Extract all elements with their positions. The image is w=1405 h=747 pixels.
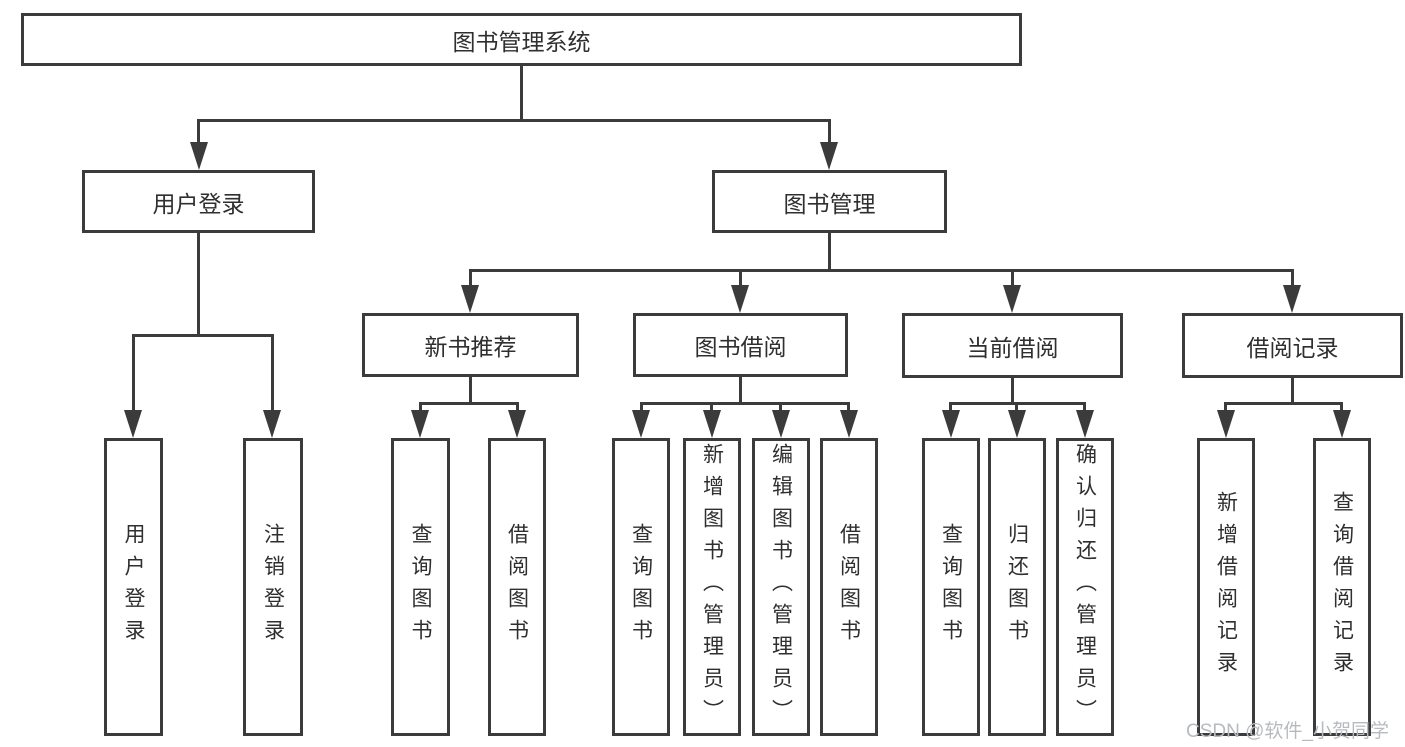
- node-label: 查询借阅记录: [1330, 491, 1354, 683]
- node-label: 图书管理: [783, 190, 876, 217]
- node-label: 查询图书: [409, 523, 432, 651]
- connector-line: [197, 233, 200, 337]
- node-label: 查询图书: [939, 523, 963, 651]
- arrowhead: [1003, 285, 1021, 313]
- leaf-logout: 注销登录: [243, 438, 303, 736]
- leaf-borrow-book: 借阅图书: [820, 438, 878, 736]
- node-label: 图书管理系统: [452, 28, 591, 55]
- leaf-query-book-current: 查询图书: [922, 438, 980, 736]
- arrowhead: [263, 410, 281, 438]
- leaf-return-book: 归还图书: [988, 438, 1046, 736]
- connector-line: [197, 119, 831, 122]
- node-label: 查询图书: [629, 523, 653, 651]
- node-user-login: 用户登录: [82, 170, 315, 233]
- arrowhead: [1333, 410, 1351, 438]
- arrowhead: [632, 410, 650, 438]
- node-label: 用户登录: [152, 190, 245, 217]
- node-new-book-recommend: 新书推荐: [362, 313, 579, 377]
- node-label: 新增图书（管理员）: [700, 443, 724, 731]
- connector-line: [1291, 378, 1294, 404]
- node-label: 当前借阅: [966, 334, 1059, 361]
- node-book-borrow: 图书借阅: [633, 313, 848, 377]
- connector-line: [1011, 269, 1014, 291]
- connector-line: [828, 233, 831, 272]
- connector-line: [520, 66, 523, 121]
- leaf-edit-book-admin: 编辑图书（管理员）: [752, 438, 810, 736]
- arrowhead: [1217, 410, 1235, 438]
- arrowhead: [190, 142, 208, 170]
- node-label: 借阅图书: [505, 523, 529, 651]
- node-current-borrow: 当前借阅: [902, 313, 1123, 378]
- node-label: 归还图书: [1005, 523, 1029, 651]
- connector-line: [132, 334, 274, 337]
- connector-line: [739, 377, 742, 404]
- connector-line: [828, 119, 831, 149]
- node-label: 注销登录: [261, 523, 285, 651]
- arrowhead: [1076, 410, 1094, 438]
- connector-line: [739, 269, 742, 291]
- connector-line: [197, 119, 200, 149]
- arrowhead: [508, 410, 526, 438]
- arrowhead: [840, 410, 858, 438]
- connector-line: [271, 334, 274, 416]
- arrowhead: [772, 410, 790, 438]
- csdn-watermark: CSDN @软件_小贺同学: [1186, 721, 1389, 742]
- leaf-query-book-recommend: 查询图书: [391, 438, 450, 736]
- connector-line: [469, 269, 1294, 272]
- node-label: 新书推荐: [424, 334, 517, 360]
- leaf-query-book-borrow: 查询图书: [612, 438, 670, 736]
- arrowhead: [461, 285, 479, 313]
- connector-line: [469, 269, 472, 291]
- arrowhead: [703, 410, 721, 438]
- node-label: 借阅图书: [837, 523, 861, 651]
- arrowhead: [1008, 410, 1026, 438]
- connector-line: [640, 402, 850, 405]
- connector-line: [419, 402, 519, 405]
- node-root: 图书管理系统: [21, 13, 1022, 66]
- node-label: 编辑图书（管理员）: [769, 443, 793, 731]
- node-label: 确认归还（管理员）: [1073, 443, 1097, 731]
- node-label: 用户登录: [122, 523, 145, 651]
- node-label: 借阅记录: [1246, 334, 1339, 361]
- arrowhead: [411, 410, 429, 438]
- arrowhead: [820, 142, 838, 170]
- connector-line: [1291, 269, 1294, 291]
- leaf-confirm-return-admin: 确认归还（管理员）: [1056, 438, 1114, 736]
- arrowhead: [942, 410, 960, 438]
- leaf-user-login: 用户登录: [104, 438, 163, 736]
- leaf-query-borrow-record: 查询借阅记录: [1313, 438, 1371, 736]
- connector-line: [1224, 402, 1343, 405]
- arrowhead: [731, 285, 749, 313]
- leaf-borrow-book-recommend: 借阅图书: [488, 438, 546, 736]
- connector-line: [1011, 378, 1014, 404]
- connector-line: [132, 334, 135, 416]
- node-borrow-record: 借阅记录: [1182, 313, 1403, 378]
- node-book-management: 图书管理: [712, 170, 947, 233]
- connector-line: [469, 377, 472, 404]
- leaf-add-borrow-record: 新增借阅记录: [1197, 438, 1255, 736]
- arrowhead: [124, 410, 142, 438]
- arrowhead: [1283, 285, 1301, 313]
- node-label: 图书借阅: [694, 334, 787, 360]
- leaf-add-book-admin: 新增图书（管理员）: [683, 438, 741, 736]
- node-label: 新增借阅记录: [1214, 491, 1238, 683]
